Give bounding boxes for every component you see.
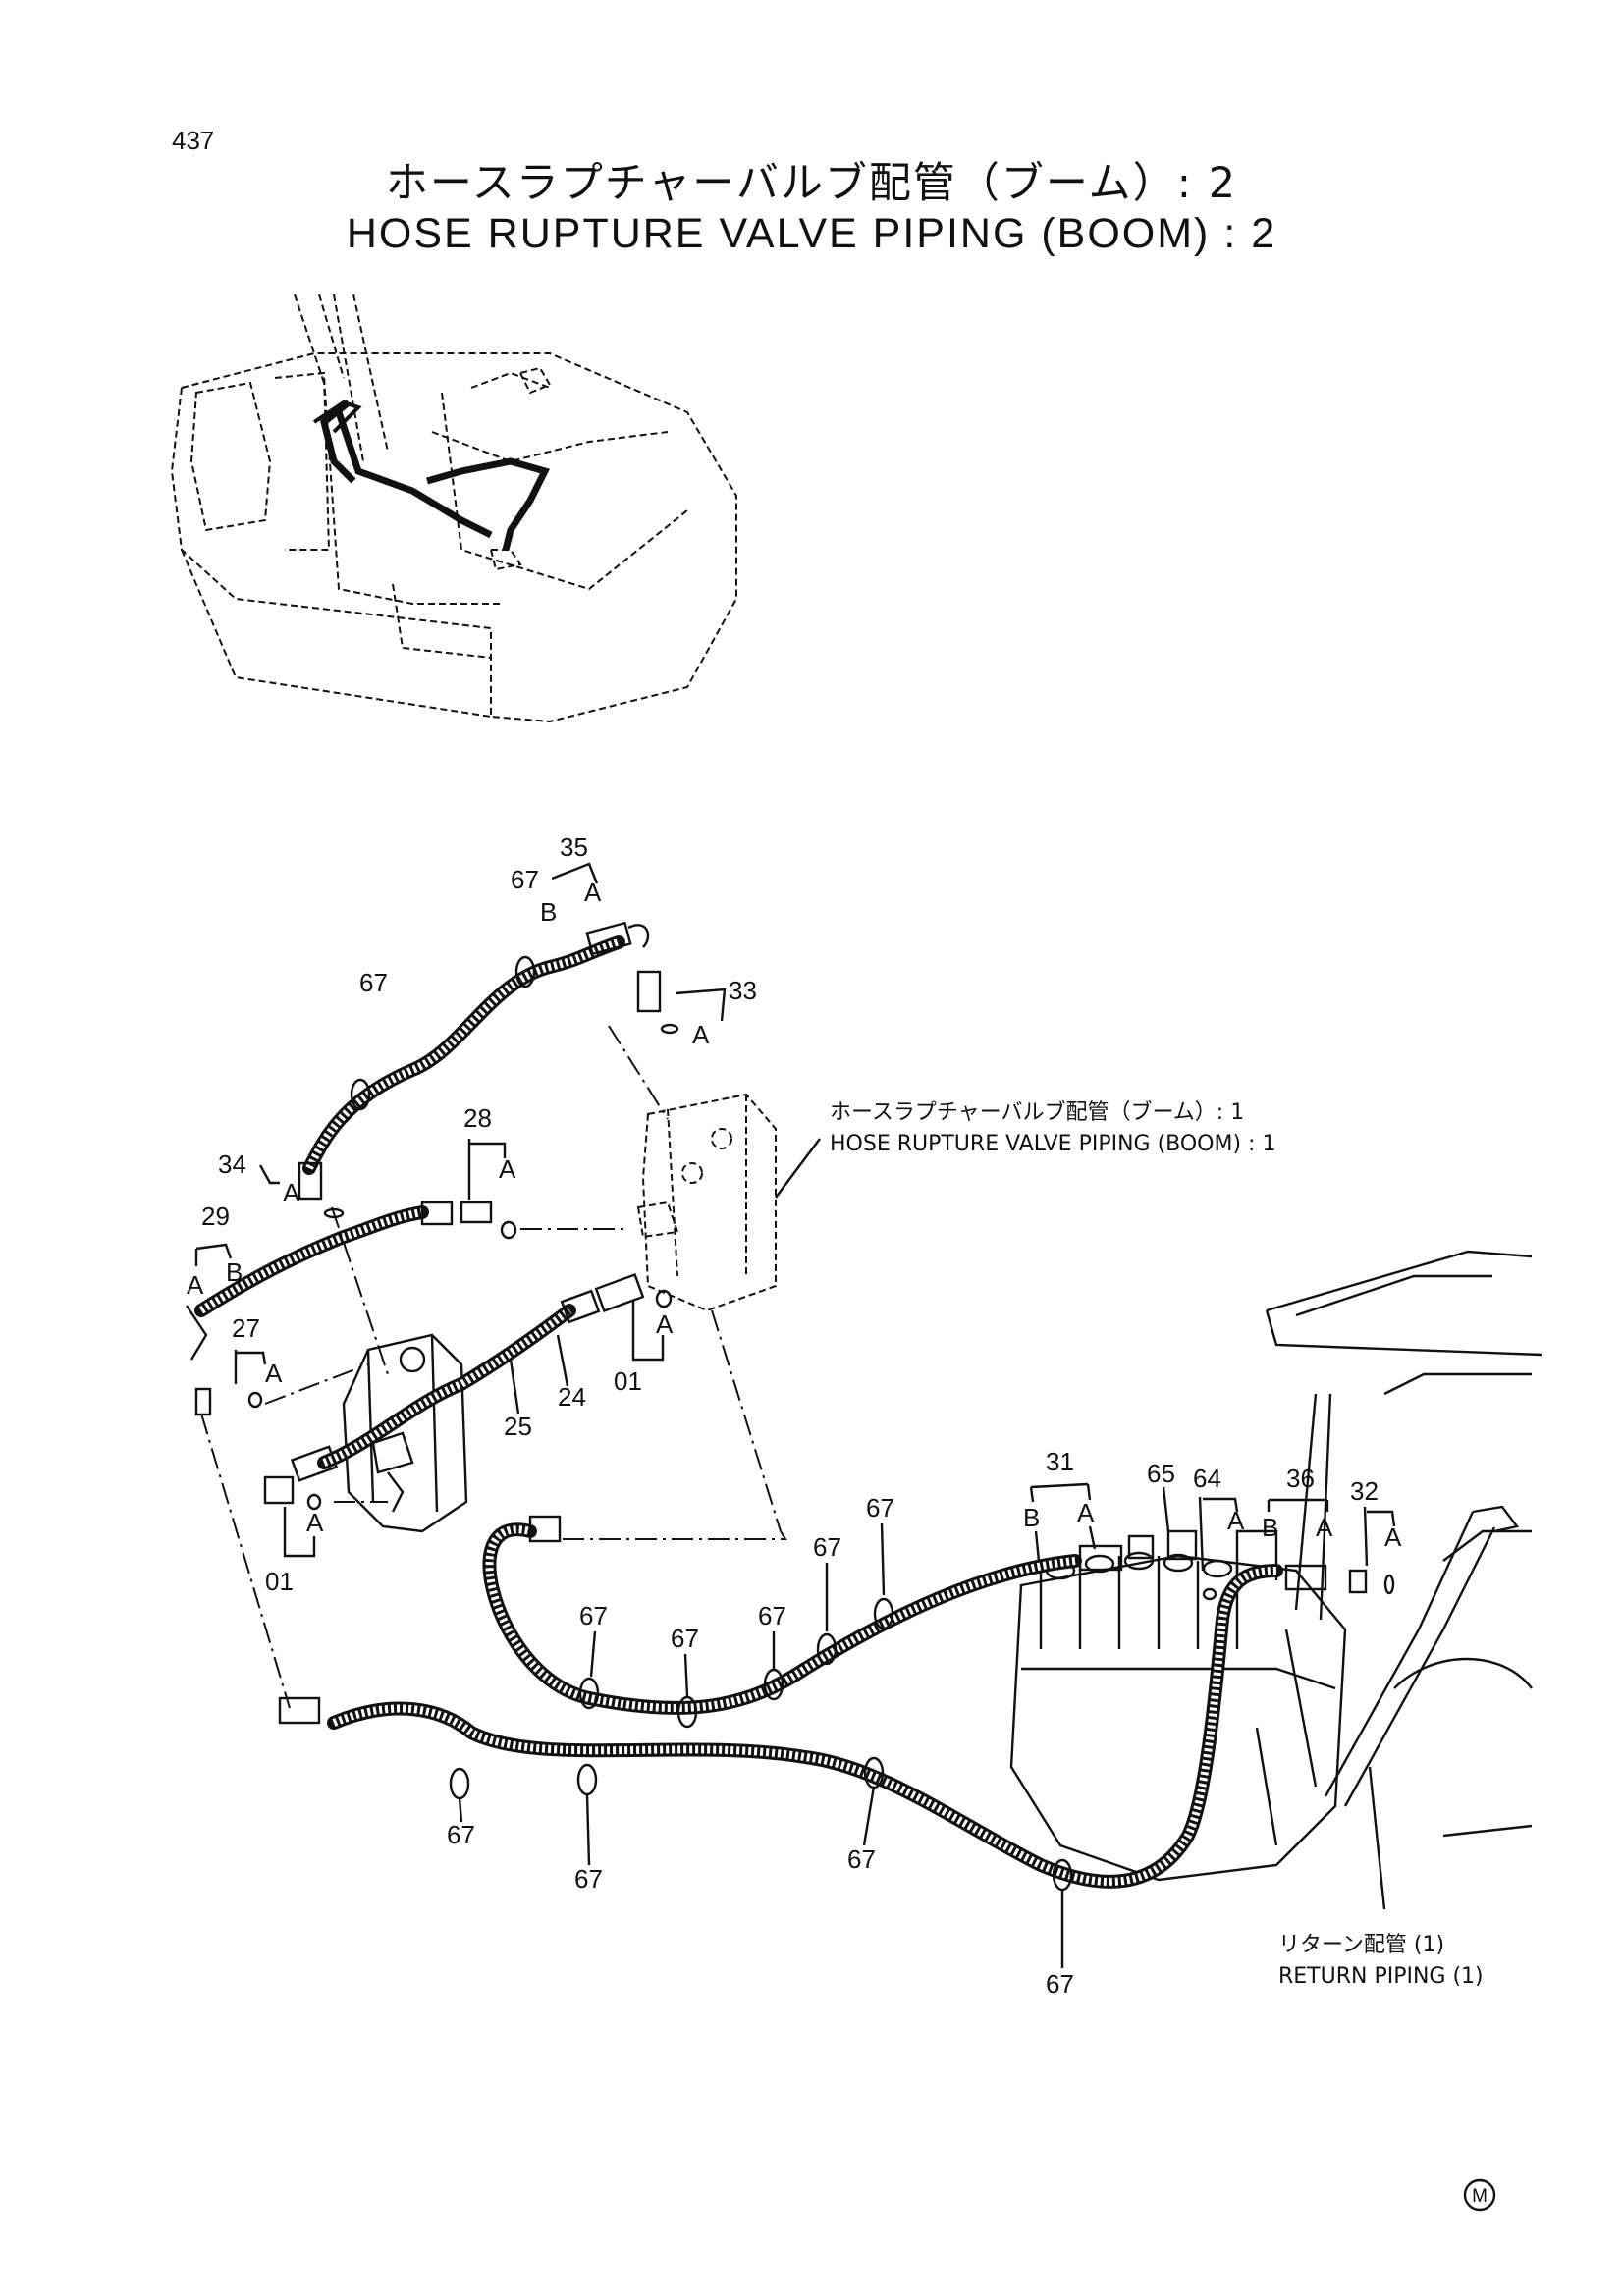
label-b: B — [1262, 1513, 1278, 1542]
callout-01: 01 — [265, 1567, 294, 1596]
label-b: B — [1023, 1503, 1040, 1532]
frame-background — [1009, 1250, 1542, 1882]
note-return-en: RETURN PIPING (1) — [1278, 1964, 1484, 1989]
label-a: A — [692, 1020, 710, 1049]
mark-letter: M — [1472, 2186, 1488, 2207]
label-a: A — [283, 1178, 300, 1207]
label-b: B — [540, 897, 557, 927]
excavator-overview — [170, 294, 737, 723]
callout-32: 32 — [1350, 1476, 1379, 1506]
callout-24: 24 — [558, 1382, 586, 1412]
label-a: A — [499, 1154, 516, 1184]
label-a: A — [306, 1508, 324, 1537]
note-ref1-en: HOSE RUPTURE VALVE PIPING (BOOM) : 1 — [830, 1132, 1275, 1156]
callout-67: 67 — [866, 1493, 894, 1522]
callout-27: 27 — [232, 1313, 260, 1343]
hoses — [194, 935, 1283, 1889]
callout-67: 67 — [671, 1624, 699, 1653]
callout-67: 67 — [511, 865, 539, 894]
title-japanese: ホースラプチャーバルブ配管（ブーム）: 2 — [385, 159, 1238, 208]
note-ref1-jp: ホースラプチャーバルブ配管（ブーム）: 1 — [830, 1100, 1244, 1125]
label-a: A — [1077, 1498, 1095, 1527]
label-b: B — [226, 1257, 243, 1287]
note-return-jp: リターン配管 (1) — [1278, 1933, 1444, 1957]
callout-67: 67 — [579, 1601, 608, 1630]
callout-29: 29 — [201, 1201, 230, 1231]
callout-67: 67 — [574, 1864, 603, 1894]
label-a: A — [656, 1309, 674, 1339]
callout-67: 67 — [359, 968, 388, 997]
callout-01: 01 — [614, 1366, 642, 1396]
callout-67: 67 — [847, 1844, 876, 1874]
hose-rupture-valve-lower — [342, 1333, 468, 1533]
callout-64: 64 — [1193, 1464, 1221, 1493]
callouts: 35 67 B A 67 33 A 34 A 28 A 29 A B 27 A … — [187, 832, 1402, 1999]
callout-25: 25 — [504, 1412, 532, 1441]
callout-35: 35 — [560, 832, 588, 862]
callout-67: 67 — [813, 1532, 841, 1562]
title-english: HOSE RUPTURE VALVE PIPING (BOOM) : 2 — [346, 210, 1277, 257]
fittings — [186, 921, 1395, 1725]
label-a: A — [1384, 1522, 1402, 1552]
notes: ホースラプチャーバルブ配管（ブーム）: 1 HOSE RUPTURE VALVE… — [830, 1100, 1484, 1989]
label-a: A — [265, 1359, 283, 1388]
callout-33: 33 — [729, 976, 757, 1005]
callout-67: 67 — [447, 1820, 475, 1849]
leader-lines — [200, 1025, 1386, 1910]
circled-m-mark: M — [1463, 2178, 1496, 2212]
label-a: A — [1227, 1506, 1245, 1535]
callout-65: 65 — [1147, 1459, 1175, 1488]
label-a: A — [1316, 1513, 1333, 1542]
label-a: A — [187, 1270, 204, 1300]
callout-36: 36 — [1286, 1464, 1315, 1493]
callout-67: 67 — [1046, 1969, 1074, 1999]
callout-31: 31 — [1046, 1447, 1074, 1476]
callout-34: 34 — [218, 1149, 246, 1179]
callout-67: 67 — [758, 1601, 786, 1630]
hose-rupture-valve-upper — [636, 1093, 777, 1312]
label-a: A — [584, 878, 602, 907]
callout-28: 28 — [463, 1103, 492, 1133]
page-number: 437 — [172, 126, 215, 155]
